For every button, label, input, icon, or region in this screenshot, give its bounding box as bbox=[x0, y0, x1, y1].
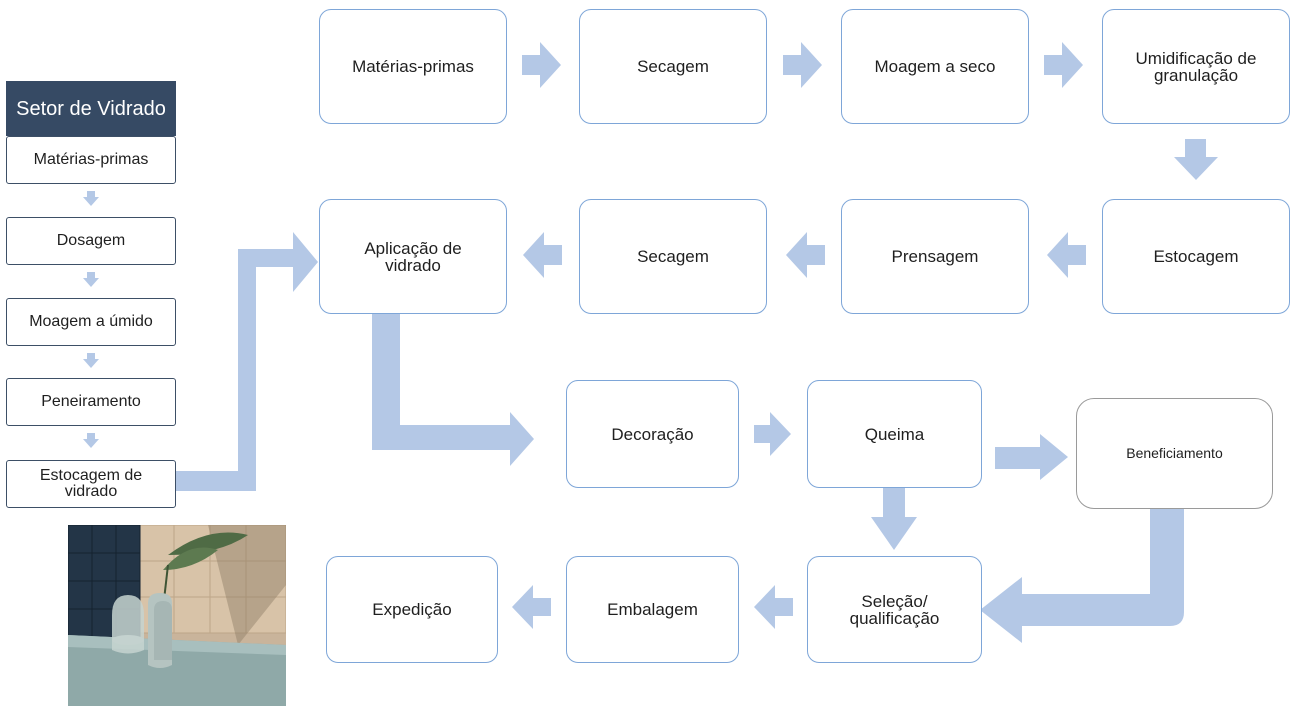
arrow-right-icon bbox=[522, 42, 561, 88]
arrow-right-icon bbox=[754, 412, 791, 456]
sidebar-step-materias-primas: Matérias-primas bbox=[6, 136, 176, 184]
step-expedicao: Expedição bbox=[326, 556, 498, 663]
sidebar-title: Setor de Vidrado bbox=[6, 81, 176, 136]
arrow-down-icon bbox=[83, 272, 99, 287]
arrow-right-icon bbox=[783, 42, 822, 88]
sidebar-step-dosagem: Dosagem bbox=[6, 217, 176, 265]
step-prensagem: Prensagem bbox=[841, 199, 1029, 314]
step-secagem-2: Secagem bbox=[579, 199, 767, 314]
step-selecao-qualificacao: Seleção/ qualificação bbox=[807, 556, 982, 663]
arrow-left-icon bbox=[523, 232, 562, 278]
step-secagem-1: Secagem bbox=[579, 9, 767, 124]
connector-arrow-icon bbox=[372, 312, 534, 466]
step-umidificacao-granulacao: Umidificação de granulação bbox=[1102, 9, 1290, 124]
step-estocagem: Estocagem bbox=[1102, 199, 1290, 314]
arrow-left-icon bbox=[512, 585, 551, 629]
sidebar-step-peneiramento: Peneiramento bbox=[6, 378, 176, 426]
arrow-down-icon bbox=[871, 487, 917, 550]
arrow-down-icon bbox=[83, 191, 99, 206]
step-beneficiamento: Beneficiamento bbox=[1076, 398, 1273, 509]
sidebar-step-estocagem-vidrado: Estocagem de vidrado bbox=[6, 460, 176, 508]
step-embalagem: Embalagem bbox=[566, 556, 739, 663]
arrow-down-icon bbox=[83, 353, 99, 368]
step-aplicacao-vidrado: Aplicação de vidrado bbox=[319, 199, 507, 314]
step-materias-primas: Matérias-primas bbox=[319, 9, 507, 124]
arrow-down-icon bbox=[1174, 139, 1218, 180]
arrow-right-icon bbox=[995, 434, 1068, 480]
step-queima: Queima bbox=[807, 380, 982, 488]
connector-arrow-icon bbox=[176, 232, 318, 491]
arrow-left-icon bbox=[754, 585, 793, 629]
arrow-left-icon bbox=[786, 232, 825, 278]
step-decoracao: Decoração bbox=[566, 380, 739, 488]
arrow-left-icon bbox=[1047, 232, 1086, 278]
arrow-down-icon bbox=[83, 433, 99, 448]
sidebar-step-moagem-umido: Moagem a úmido bbox=[6, 298, 176, 346]
ceramic-tiles-photo bbox=[68, 525, 286, 706]
curved-arrow-icon bbox=[980, 508, 1184, 643]
step-moagem-seco: Moagem a seco bbox=[841, 9, 1029, 124]
arrow-right-icon bbox=[1044, 42, 1083, 88]
